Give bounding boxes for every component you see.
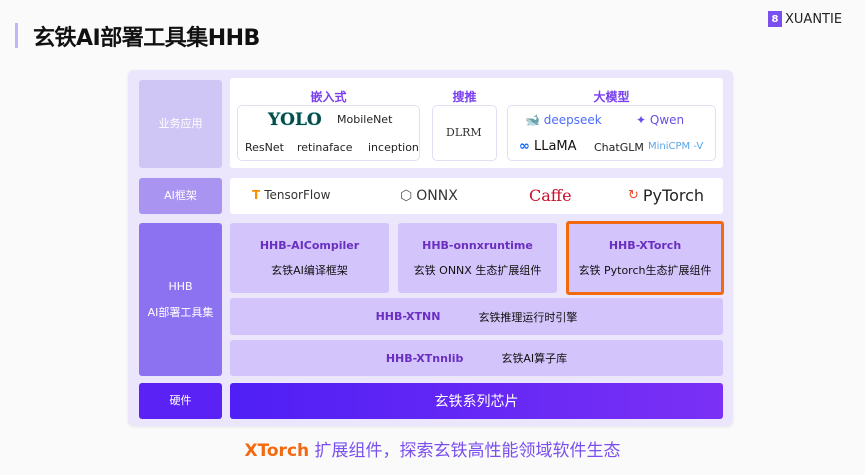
module-desc: 玄铁推理运行时引擎 bbox=[478, 310, 578, 324]
framework-name: TensorFlow bbox=[264, 188, 331, 202]
layer-label-text: AI框架 bbox=[164, 189, 197, 202]
layer-label-text: 硬件 bbox=[169, 394, 192, 407]
yolo-logo: YOLO bbox=[268, 110, 322, 130]
module-xtnn: HHB-XTNN 玄铁推理运行时引擎 bbox=[230, 298, 723, 335]
module-desc: 玄铁 Pytorch生态扩展组件 bbox=[578, 263, 712, 277]
module-desc: 玄铁 ONNX 生态扩展组件 bbox=[413, 263, 542, 277]
module-name: HHB-XTorch bbox=[608, 238, 682, 252]
model-minicpm: MiniCPM -V bbox=[648, 141, 704, 152]
model-retinaface: retinaface bbox=[297, 141, 353, 154]
xuantie-logo: 8 XUANTIE bbox=[768, 11, 842, 27]
module-name: HHB-XTNN bbox=[375, 310, 441, 323]
qwen-icon: ✦ bbox=[636, 113, 647, 127]
xuantie-logo-icon: 8 bbox=[768, 11, 782, 27]
model-inception: inception bbox=[368, 141, 419, 154]
footer-highlight: XTorch bbox=[244, 441, 310, 461]
module-name: HHB-AICompiler bbox=[259, 238, 360, 252]
onnx-icon: ⬡ bbox=[400, 188, 413, 204]
model-resnet: ResNet bbox=[245, 141, 284, 154]
module-name: HHB-XTnnlib bbox=[385, 351, 464, 365]
tensorflow-icon: T bbox=[252, 188, 261, 202]
module-xtnnlib: HHB-XTnnlib 玄铁AI算子库 bbox=[230, 340, 723, 376]
model-dlrm: DLRM bbox=[446, 126, 482, 139]
model-llama: ∞ LLaMA bbox=[519, 139, 577, 154]
model-name: LLaMA bbox=[533, 139, 577, 154]
module-desc: 玄铁AI算子库 bbox=[501, 352, 568, 365]
deepseek-whale-icon: 🐋 bbox=[525, 113, 540, 127]
layer-label-framework: AI框架 bbox=[139, 178, 222, 214]
llm-box bbox=[507, 105, 716, 161]
title-accent-bar bbox=[15, 23, 18, 48]
model-deepseek: 🐋 deepseek bbox=[525, 113, 602, 127]
layer-label-hardware: 硬件 bbox=[139, 383, 222, 419]
section-llm-title: 大模型 bbox=[593, 90, 630, 104]
module-aicompiler: HHB-AICompiler 玄铁AI编译框架 bbox=[230, 223, 389, 293]
hardware-chips: 玄铁系列芯片 bbox=[230, 383, 723, 419]
module-name: HHB-onnxruntime bbox=[422, 238, 533, 252]
framework-pytorch: ↻PyTorch bbox=[628, 186, 704, 205]
module-xtorch-highlighted: HHB-XTorch 玄铁 Pytorch生态扩展组件 bbox=[566, 221, 724, 295]
model-name: Qwen bbox=[649, 113, 685, 127]
meta-infinity-icon: ∞ bbox=[519, 139, 530, 154]
logo-text: XUANTIE bbox=[785, 11, 843, 27]
model-qwen: ✦ Qwen bbox=[636, 113, 684, 127]
framework-name: ONNX bbox=[416, 188, 458, 204]
section-embedded-title: 嵌入式 bbox=[310, 90, 347, 104]
layer-label-text: AI部署工具集 bbox=[147, 305, 214, 319]
pytorch-icon: ↻ bbox=[628, 188, 639, 203]
footer-tagline: XTorch 扩展组件，探索玄铁高性能领域软件生态 bbox=[0, 436, 865, 461]
hardware-text: 玄铁系列芯片 bbox=[434, 394, 519, 410]
frameworks-row bbox=[230, 178, 723, 214]
module-desc: 玄铁AI编译框架 bbox=[271, 263, 348, 277]
layer-label-apps: 业务应用 bbox=[139, 80, 222, 168]
model-mobilenet: MobileNet bbox=[337, 113, 393, 126]
framework-caffe: Caffe bbox=[529, 186, 572, 205]
layer-label-text: HHB bbox=[168, 279, 193, 293]
model-chatglm: ChatGLM bbox=[594, 141, 644, 154]
framework-name: Caffe bbox=[529, 186, 572, 205]
layer-label-text: 业务应用 bbox=[158, 117, 203, 130]
section-recsys-title: 搜推 bbox=[452, 90, 477, 104]
framework-onnx: ⬡ONNX bbox=[400, 188, 458, 204]
embedded-box bbox=[237, 105, 420, 161]
framework-name: PyTorch bbox=[642, 186, 705, 205]
footer-text: 扩展组件，探索玄铁高性能领域软件生态 bbox=[309, 441, 621, 461]
module-onnxruntime: HHB-onnxruntime 玄铁 ONNX 生态扩展组件 bbox=[398, 223, 557, 293]
layer-label-toolkit: HHB AI部署工具集 bbox=[139, 223, 222, 376]
page-title: 玄铁AI部署工具集HHB bbox=[33, 26, 260, 51]
model-name: deepseek bbox=[543, 113, 602, 127]
recsys-box bbox=[432, 105, 497, 161]
